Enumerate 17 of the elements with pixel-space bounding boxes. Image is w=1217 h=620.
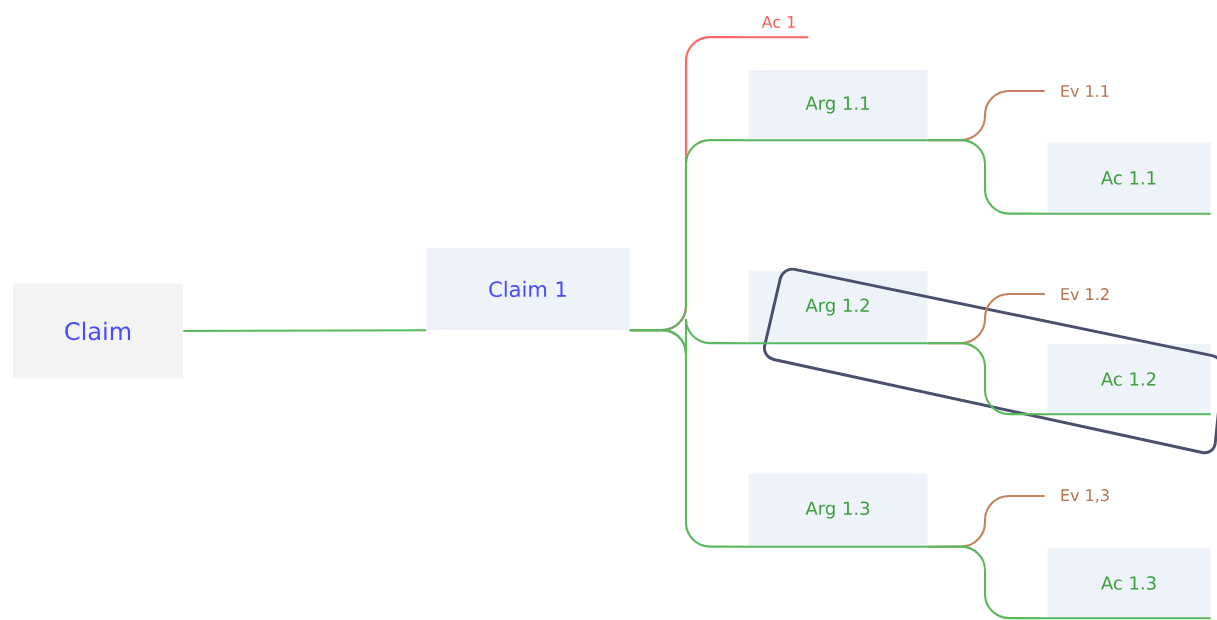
connector <box>629 329 928 548</box>
connector <box>183 329 427 333</box>
connector <box>927 545 1211 620</box>
topic-box: Claim 1 <box>426 248 630 330</box>
connector <box>927 139 1211 215</box>
topic-label: Ev 1.2 <box>1061 288 1109 300</box>
topic-box: Claim <box>13 283 183 379</box>
topic-box: Ac 1.1 <box>1047 142 1211 214</box>
connector <box>927 342 1211 416</box>
topic-label: Ev 1,3 <box>1061 489 1109 503</box>
topic-label: Ac 1 <box>761 16 795 28</box>
topic-box: Arg 1.1 <box>748 70 928 140</box>
topic-box: Ac 1.3 <box>1047 548 1211 618</box>
topic-box: Arg 1.3 <box>748 473 928 547</box>
topic-label: Ev 1.1 <box>1061 85 1109 97</box>
topic-box: Ac 1.2 <box>1047 344 1211 414</box>
topic-box: Arg 1.2 <box>748 271 928 343</box>
